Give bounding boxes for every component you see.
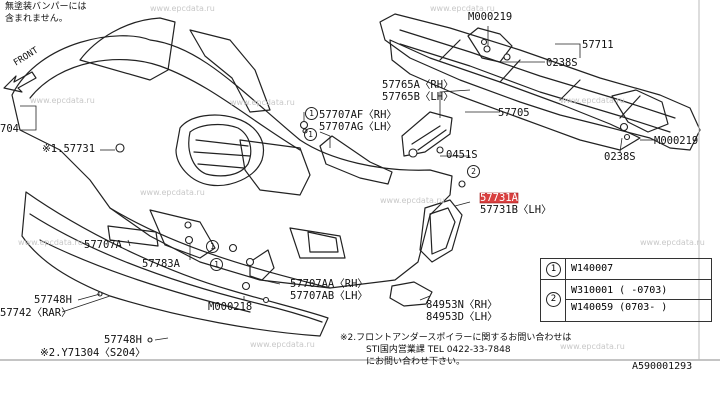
- part-label-84953D[interactable]: 84953D〈LH〉: [426, 311, 498, 323]
- part-label-0238S-right[interactable]: 0238S: [604, 151, 636, 163]
- watermark: www.epcdata.ru: [640, 238, 705, 247]
- legend-row-1: 1 W140007: [541, 259, 711, 280]
- diagram-id: A590001293: [632, 361, 693, 372]
- legend-code[interactable]: W140007: [571, 263, 614, 274]
- callout-1[interactable]: 1: [206, 240, 219, 253]
- fog-light-cover: [419, 199, 463, 263]
- part-label-57711[interactable]: 57711: [582, 39, 614, 51]
- part-label-57731[interactable]: ※1.57731: [42, 143, 96, 155]
- part-label-M000219-right[interactable]: M000219: [654, 135, 699, 147]
- part-label-Y71304[interactable]: ※2.Y71304〈S204〉: [40, 347, 146, 359]
- part-label-57707A[interactable]: 57707A: [84, 239, 122, 251]
- bumper-beam: [379, 13, 701, 151]
- watermark: www.epcdata.ru: [230, 98, 295, 107]
- watermark: www.epcdata.ru: [250, 340, 315, 349]
- watermark: www.epcdata.ru: [18, 238, 83, 247]
- part-label-57707AG[interactable]: 57707AG〈LH〉: [319, 121, 397, 133]
- part-label-57765B[interactable]: 57765B〈LH〉: [382, 91, 454, 103]
- callout-1[interactable]: 1: [305, 107, 318, 120]
- fastener-legend-table: 1 W140007 2 W310001 ( -0703) W140059 (07…: [540, 258, 712, 322]
- watermark: www.epcdata.ru: [140, 188, 205, 197]
- watermark: www.epcdata.ru: [560, 96, 625, 105]
- part-label-57748H[interactable]: 57748H: [34, 294, 72, 306]
- front-arrow: [3, 71, 37, 93]
- part-label-704[interactable]: 704: [0, 123, 19, 135]
- footnote-line2: STI国内営業課 TEL 0422-33-7848: [366, 345, 511, 355]
- part-label-M000218[interactable]: M000218: [208, 301, 253, 313]
- part-label-57731A[interactable]: 57731A〈RH〉: [480, 192, 552, 204]
- callout-1[interactable]: 1: [210, 258, 223, 271]
- part-label-57731B[interactable]: 57731B〈LH〉: [480, 204, 552, 216]
- part-label-0451S[interactable]: 0451S: [446, 149, 478, 161]
- legend-row-2: 2 W310001 ( -0703) W140059 (0703- ): [541, 280, 711, 320]
- part-label-57783A[interactable]: 57783A: [142, 258, 180, 270]
- callout-1[interactable]: 1: [304, 128, 317, 141]
- part-label-57705[interactable]: 57705: [498, 107, 530, 119]
- under-spoiler: [21, 191, 329, 337]
- grille-opening: [175, 114, 264, 187]
- part-label-57742[interactable]: 57742〈RAR〉: [0, 307, 72, 319]
- part-label-57707AF[interactable]: 57707AF〈RH〉: [319, 109, 397, 121]
- part-label-84953N[interactable]: 84953N〈RH〉: [426, 299, 498, 311]
- part-label-57765A[interactable]: 57765A〈RH〉: [382, 79, 454, 91]
- legend-code[interactable]: W310001 ( -0703): [571, 285, 668, 296]
- watermark: www.epcdata.ru: [380, 196, 445, 205]
- footnote-line1: ※2.フロントアンダースポイラーに関するお問い合わせは: [340, 333, 572, 343]
- watermark: www.epcdata.ru: [430, 4, 495, 13]
- legend-code[interactable]: W140059 (0703- ): [571, 302, 668, 313]
- part-label-0238S[interactable]: 0238S: [546, 57, 578, 69]
- part-label-M000219[interactable]: M000219: [468, 11, 513, 23]
- bumper-face: [11, 35, 453, 289]
- legend-number: 2: [546, 292, 561, 307]
- unpainted-note-line1: 無塗装バンパーには: [5, 2, 87, 12]
- part-label-57707AA[interactable]: 57707AA〈RH〉: [290, 278, 368, 290]
- watermark: www.epcdata.ru: [560, 342, 625, 351]
- watermark: www.epcdata.ru: [150, 4, 215, 13]
- part-label-57748H-lower[interactable]: 57748H: [104, 334, 142, 346]
- part-label-57707AB[interactable]: 57707AB〈LH〉: [290, 290, 368, 302]
- unpainted-note-line2: 含まれません。: [5, 14, 68, 24]
- callout-2[interactable]: 2: [467, 165, 480, 178]
- footnote-line3: にお問い合わせ下さい。: [366, 357, 466, 367]
- legend-number: 1: [546, 262, 561, 277]
- watermark: www.epcdata.ru: [30, 96, 95, 105]
